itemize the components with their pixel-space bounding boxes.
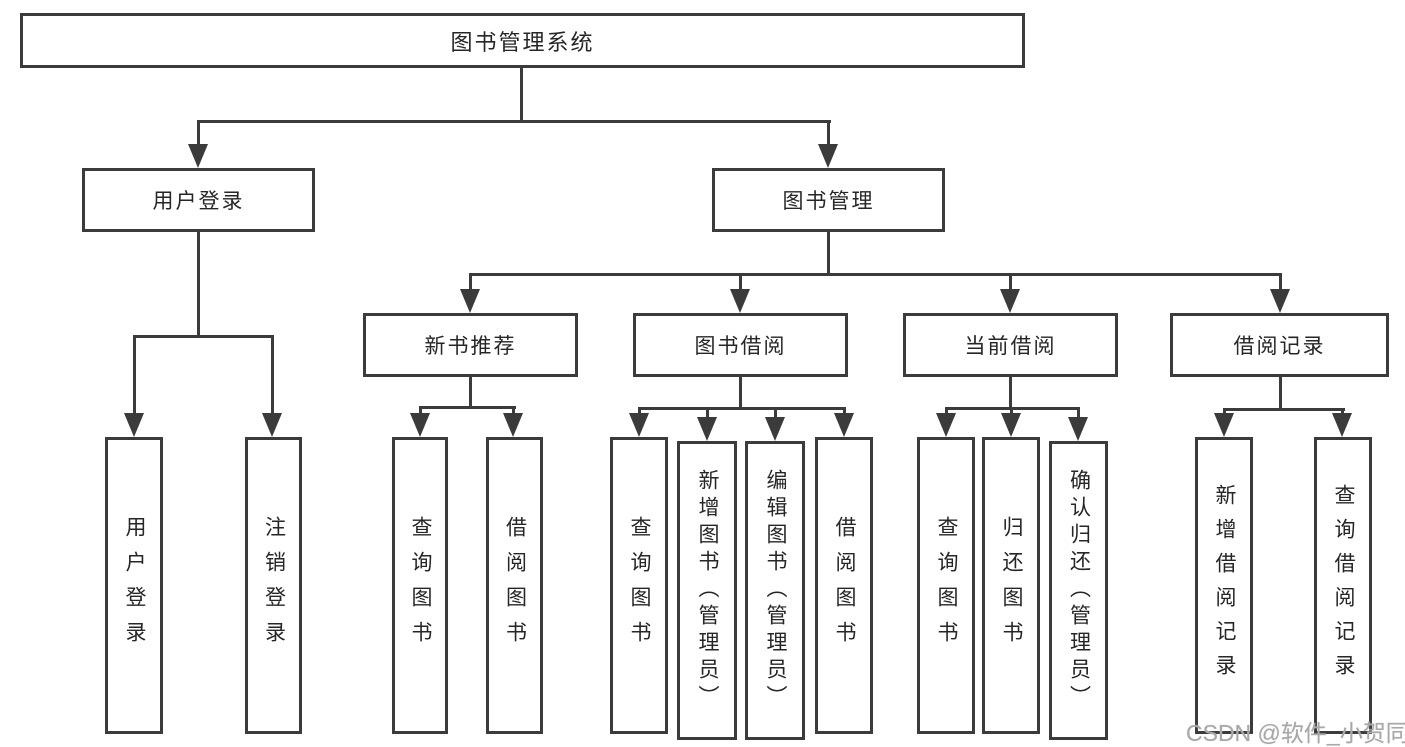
- arrowhead-down: [834, 413, 854, 437]
- node-book-mgmt-branch-label: 图书管理: [782, 190, 875, 213]
- node-book-mgmt-branch: 图书管理: [712, 168, 945, 232]
- node-borrow-books-rec-label: 借阅图书: [503, 515, 527, 656]
- node-edit-book-admin: 编辑图书（管理员）: [745, 441, 805, 740]
- arrow-stem: [419, 406, 422, 415]
- node-user-login-branch: 用户登录: [82, 168, 315, 232]
- arrow-stem: [843, 407, 846, 415]
- node-system-root-label: 图书管理系统: [450, 29, 595, 55]
- arrowhead-down: [1332, 413, 1352, 437]
- arrow-stem: [739, 273, 742, 291]
- node-logout-leaf-label: 注销登录: [262, 515, 286, 656]
- arrow-stem: [827, 120, 830, 146]
- connector-root-stem: [520, 68, 523, 120]
- arrow-stem: [638, 407, 641, 415]
- connector-l3-hbar: [469, 273, 1282, 276]
- arrowhead-down: [1270, 289, 1290, 313]
- connector-group-hbar: [638, 407, 846, 410]
- node-add-borrow-record-label: 新增借阅记录: [1213, 483, 1236, 688]
- node-return-book-label: 归还图书: [1000, 515, 1023, 656]
- node-query-books-rec: 查询图书: [392, 437, 448, 734]
- arrowhead-down: [697, 417, 717, 441]
- connector-userlogin-hbar: [133, 335, 274, 338]
- node-new-book-rec: 新书推荐: [363, 313, 578, 377]
- node-borrow-books-rec: 借阅图书: [486, 437, 543, 734]
- node-user-login-branch-label: 用户登录: [152, 190, 245, 213]
- node-user-login-leaf: 用户登录: [105, 437, 163, 734]
- node-logout-leaf: 注销登录: [245, 437, 302, 734]
- node-borrow-books-borrow-label: 借阅图书: [833, 515, 856, 656]
- node-add-borrow-record: 新增借阅记录: [1195, 437, 1253, 734]
- node-borrow-records: 借阅记录: [1170, 313, 1389, 377]
- arrowhead-down: [765, 417, 785, 441]
- arrow-stem: [706, 407, 709, 419]
- arrow-stem: [512, 406, 515, 415]
- arrow-stem: [1223, 408, 1226, 415]
- node-current-borrow: 当前借阅: [903, 313, 1118, 377]
- arrowhead-down: [1001, 413, 1021, 437]
- connector-group-stem: [1009, 377, 1012, 410]
- arrowhead-down: [936, 413, 956, 437]
- node-add-book-admin: 新增图书（管理员）: [677, 441, 737, 740]
- arrow-stem: [469, 273, 472, 291]
- node-query-books-borrow: 查询图书: [610, 437, 668, 734]
- arrowhead-down: [124, 413, 144, 437]
- connector-group-stem: [469, 377, 472, 409]
- arrowhead-down: [818, 144, 838, 168]
- arrowhead-down: [503, 413, 523, 437]
- node-confirm-return-admin: 确认归还（管理员）: [1049, 441, 1108, 740]
- node-user-login-leaf-label: 用户登录: [123, 515, 146, 656]
- node-current-borrow-label: 当前借阅: [964, 335, 1057, 358]
- node-borrow-books-borrow: 借阅图书: [815, 437, 873, 734]
- arrow-stem: [133, 335, 136, 415]
- arrowhead-down: [262, 413, 282, 437]
- node-new-book-rec-label: 新书推荐: [424, 335, 517, 358]
- connector-bookmgmt-stem: [827, 232, 830, 273]
- arrow-stem: [1009, 273, 1012, 291]
- connector-l2-hbar: [197, 120, 831, 123]
- connector-userlogin-stem: [197, 232, 200, 335]
- node-borrow-records-label: 借阅记录: [1233, 335, 1326, 358]
- arrowhead-down: [188, 144, 208, 168]
- connector-group-hbar: [419, 406, 516, 409]
- arrowhead-down: [1068, 417, 1088, 441]
- arrow-stem: [945, 407, 948, 415]
- arrow-stem: [1279, 273, 1282, 291]
- connector-group-hbar: [1223, 408, 1345, 411]
- arrowhead-down: [629, 413, 649, 437]
- arrowhead-down: [1214, 413, 1234, 437]
- arrowhead-down: [730, 289, 750, 313]
- node-query-books-current: 查询图书: [917, 437, 975, 734]
- connector-group-stem: [739, 377, 742, 410]
- node-query-books-rec-label: 查询图书: [409, 515, 432, 656]
- arrowhead-down: [410, 413, 430, 437]
- node-query-borrow-record: 查询借阅记录: [1314, 437, 1372, 734]
- node-query-borrow-record-label: 查询借阅记录: [1332, 483, 1355, 688]
- node-book-borrow-label: 图书借阅: [694, 335, 787, 358]
- arrow-stem: [271, 335, 274, 415]
- node-query-books-borrow-label: 查询图书: [628, 515, 651, 656]
- node-book-borrow: 图书借阅: [633, 313, 848, 377]
- arrow-stem: [197, 120, 200, 146]
- node-edit-book-admin-label: 编辑图书（管理员）: [764, 469, 787, 712]
- node-system-root: 图书管理系统: [20, 13, 1025, 68]
- arrow-stem: [1077, 407, 1080, 419]
- arrow-stem: [774, 407, 777, 419]
- connector-group-stem: [1279, 377, 1282, 411]
- node-add-book-admin-label: 新增图书（管理员）: [696, 469, 719, 712]
- arrow-stem: [1010, 407, 1013, 415]
- node-query-books-current-label: 查询图书: [935, 515, 958, 656]
- node-return-book: 归还图书: [982, 437, 1040, 734]
- arrow-stem: [1341, 408, 1344, 415]
- csdn-watermark: CSDN @软件_小贺同学: [1186, 720, 1405, 746]
- arrowhead-down: [460, 289, 480, 313]
- node-confirm-return-admin-label: 确认归还（管理员）: [1067, 469, 1091, 712]
- arrowhead-down: [1000, 289, 1020, 313]
